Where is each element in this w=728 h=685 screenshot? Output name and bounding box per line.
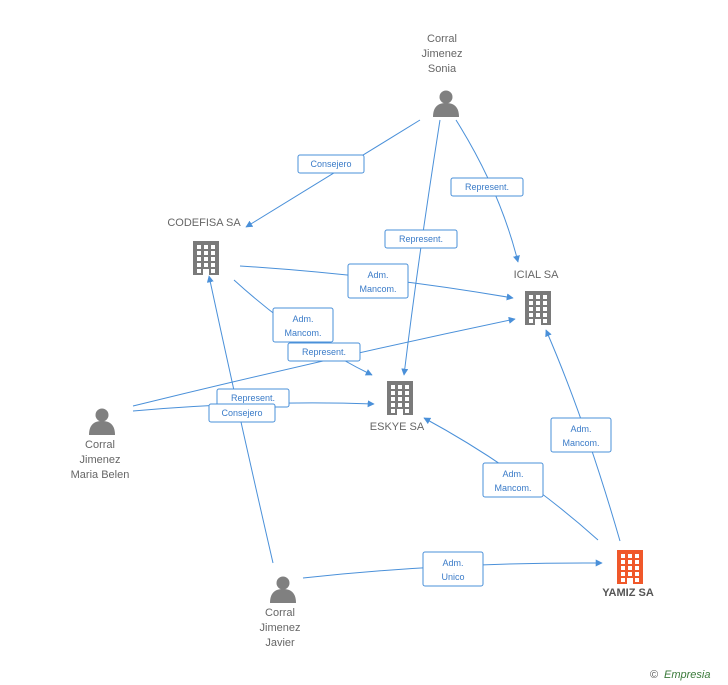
node-eskye[interactable]: ESKYE SA bbox=[370, 381, 425, 433]
edge-label-sonia-to-eskye[interactable]: Represent. bbox=[384, 229, 458, 249]
edge-label-text: Represent. bbox=[302, 347, 346, 357]
node-label: CODEFISA SA bbox=[167, 217, 241, 229]
edge-label-box bbox=[272, 307, 334, 343]
node-label: Jimenez bbox=[80, 454, 121, 466]
node-label: Corral bbox=[427, 33, 457, 45]
edge-label-text: Represent. bbox=[399, 234, 443, 244]
edge-label-box bbox=[297, 154, 365, 174]
edge-label-yamiz-to-icial[interactable]: Adm. Mancom. bbox=[550, 417, 612, 453]
edge-label-box bbox=[482, 462, 544, 498]
edge-label-javier-to-yamiz[interactable]: Adm. Unico bbox=[422, 551, 484, 587]
node-icial[interactable]: ICIAL SA bbox=[514, 269, 559, 325]
edge-label-javier-to-codefisa[interactable]: Consejero bbox=[208, 403, 276, 423]
building-icon bbox=[525, 291, 551, 325]
edge-sonia-to-eskye bbox=[401, 119, 441, 376]
edge-label-text: Consejero bbox=[221, 408, 262, 418]
edge-label-text: Mancom. bbox=[359, 284, 396, 294]
edge-label-text: Consejero bbox=[310, 159, 351, 169]
edge-label-sonia-to-icial[interactable]: Represent. bbox=[450, 177, 524, 197]
edge-label-box bbox=[450, 177, 524, 197]
edge-label-yamiz-to-eskye[interactable]: Adm. Mancom. bbox=[482, 462, 544, 498]
node-label: ICIAL SA bbox=[514, 269, 559, 281]
empresia-logo-text[interactable]: Empresia bbox=[664, 669, 710, 681]
copyright-symbol: © bbox=[650, 669, 658, 681]
building-icon bbox=[617, 550, 643, 584]
edge-label-text: Represent. bbox=[231, 393, 275, 403]
node-label: Jimenez bbox=[422, 48, 463, 60]
edge-label-box bbox=[347, 263, 409, 299]
edge-label-box bbox=[422, 551, 484, 587]
edge-label-sonia-to-codefisa[interactable]: Consejero bbox=[297, 154, 365, 174]
edge-label-text: Unico bbox=[441, 572, 464, 582]
edge-label-text: Adm. bbox=[292, 314, 313, 324]
building-icon bbox=[193, 241, 219, 275]
node-yamiz[interactable]: YAMIZ SA bbox=[602, 550, 654, 599]
node-codefisa[interactable]: CODEFISA SA bbox=[167, 217, 241, 275]
building-icon bbox=[387, 381, 413, 415]
edge-label-text: Mancom. bbox=[494, 483, 531, 493]
edge-label-codefisa-to-eskye[interactable]: Adm. Mancom. bbox=[272, 307, 334, 343]
edge-labels-layer: ConsejeroRepresent.Represent.Adm.Mancom.… bbox=[208, 154, 612, 587]
edges-layer bbox=[132, 119, 621, 579]
edge-label-text: Mancom. bbox=[562, 438, 599, 448]
node-label: Sonia bbox=[428, 63, 457, 75]
edge-label-box bbox=[384, 229, 458, 249]
edge-label-box bbox=[287, 342, 361, 362]
edge-label-text: Mancom. bbox=[284, 328, 321, 338]
edge-label-maria-to-eskye[interactable]: Represent. bbox=[216, 388, 290, 408]
node-label: Jimenez bbox=[260, 622, 301, 634]
edge-label-text: Adm. bbox=[502, 469, 523, 479]
node-label: YAMIZ SA bbox=[602, 587, 654, 599]
node-label: Corral bbox=[265, 607, 295, 619]
person-icon bbox=[433, 90, 459, 117]
node-label: ESKYE SA bbox=[370, 421, 425, 433]
edge-label-text: Adm. bbox=[442, 558, 463, 568]
footer-credit: © Empresia bbox=[650, 669, 710, 681]
person-icon bbox=[89, 408, 115, 435]
edge-label-text: Represent. bbox=[465, 182, 509, 192]
person-icon bbox=[270, 576, 296, 603]
edge-label-text: Adm. bbox=[570, 424, 591, 434]
edge-label-codefisa-to-icial[interactable]: Adm. Mancom. bbox=[347, 263, 409, 299]
node-label: Corral bbox=[85, 439, 115, 451]
edge-label-box bbox=[208, 403, 276, 423]
edge-label-box bbox=[550, 417, 612, 453]
edge-label-text: Adm. bbox=[367, 270, 388, 280]
edge-label-maria-to-icial[interactable]: Represent. bbox=[287, 342, 361, 362]
node-label: Javier bbox=[265, 637, 295, 649]
node-label: Maria Belen bbox=[71, 469, 130, 481]
